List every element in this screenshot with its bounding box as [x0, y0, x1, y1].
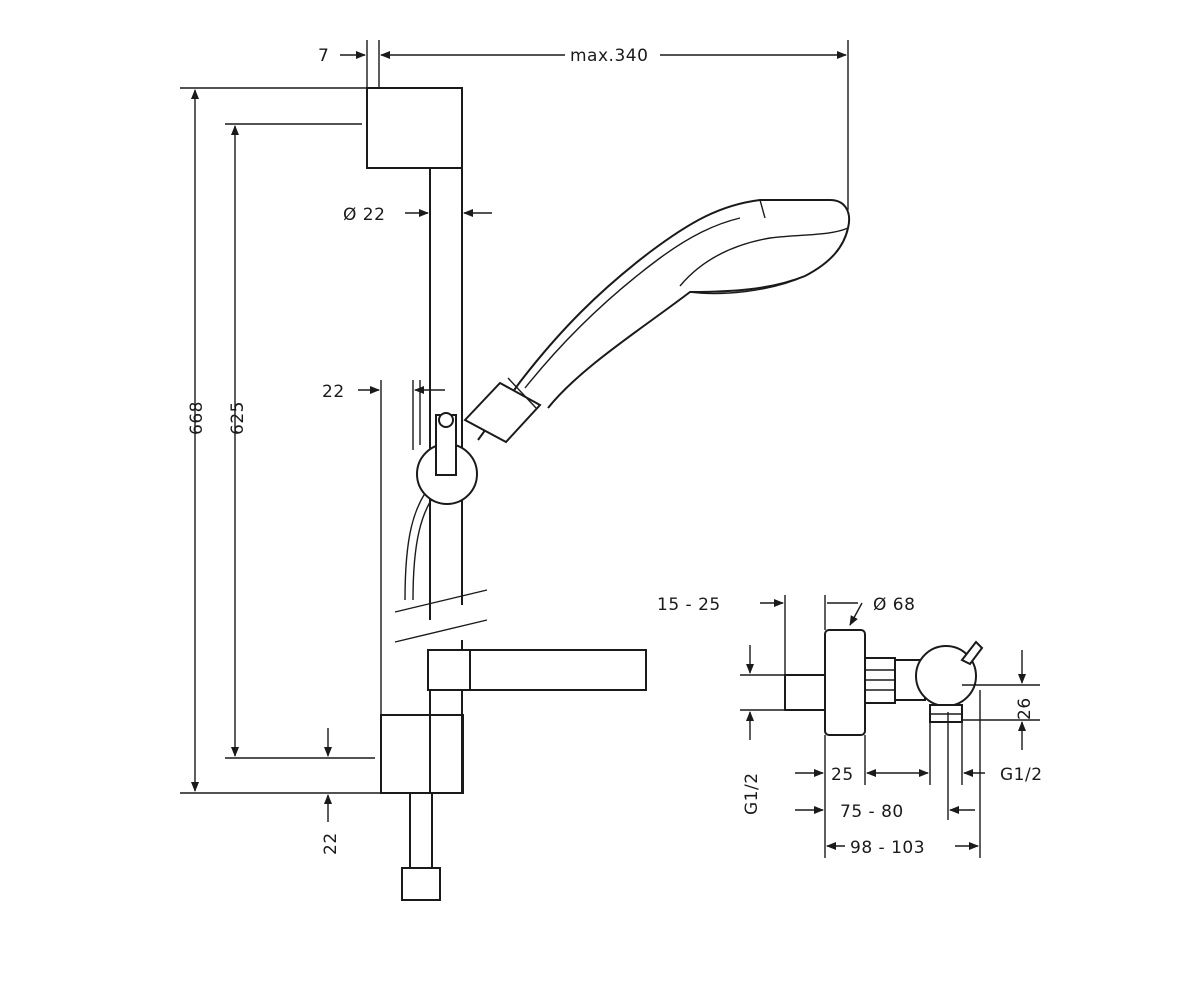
- hose-nut: [401, 867, 441, 901]
- soap-shelf: [427, 649, 647, 691]
- dim-body-depth: 25: [831, 765, 854, 785]
- mixer-rosette: [824, 629, 866, 736]
- dim-bracket-spacing: 625: [228, 401, 248, 435]
- dim-slider-offset: 22: [322, 382, 345, 402]
- hand-shower: [463, 199, 850, 444]
- dim-outlet-thread: G1/2: [1000, 765, 1043, 785]
- dim-mixer-wall-offset: 15 - 25: [657, 595, 721, 615]
- dim-mixer-rosette: Ø 68: [873, 595, 915, 615]
- dim-inlet-thread: G1/2: [742, 772, 762, 815]
- dim-projection-max: 98 - 103: [850, 838, 925, 858]
- bottom-wall-bracket: [380, 714, 464, 794]
- dim-total-height: 668: [187, 401, 207, 435]
- thermostatic-mixer: [784, 629, 984, 736]
- mixer-dimension-labels: 15 - 25 Ø 68 26 G1/2 25 G1/2 75 - 80 98 …: [657, 595, 1043, 858]
- shower-rail-set: [366, 87, 850, 901]
- dim-bottom-offset: 22: [321, 832, 341, 855]
- dim-projection-min: 75 - 80: [840, 802, 904, 822]
- rail-dimension-lines: [180, 40, 849, 822]
- top-wall-bracket: [366, 87, 463, 169]
- dim-top-offset: 7: [318, 46, 329, 66]
- mixer-dimension-lines: [740, 595, 1040, 858]
- dim-mixer-outlet-height: 26: [1015, 697, 1035, 720]
- rail-dimension-labels: 7 max.340 Ø 22 22 668 625 22: [187, 46, 648, 855]
- shower-holder-slider: [416, 412, 478, 505]
- mixer-inlet-pipe: [784, 674, 826, 711]
- dim-max-reach: max.340: [570, 46, 648, 66]
- dim-rail-diameter: Ø 22: [343, 205, 385, 225]
